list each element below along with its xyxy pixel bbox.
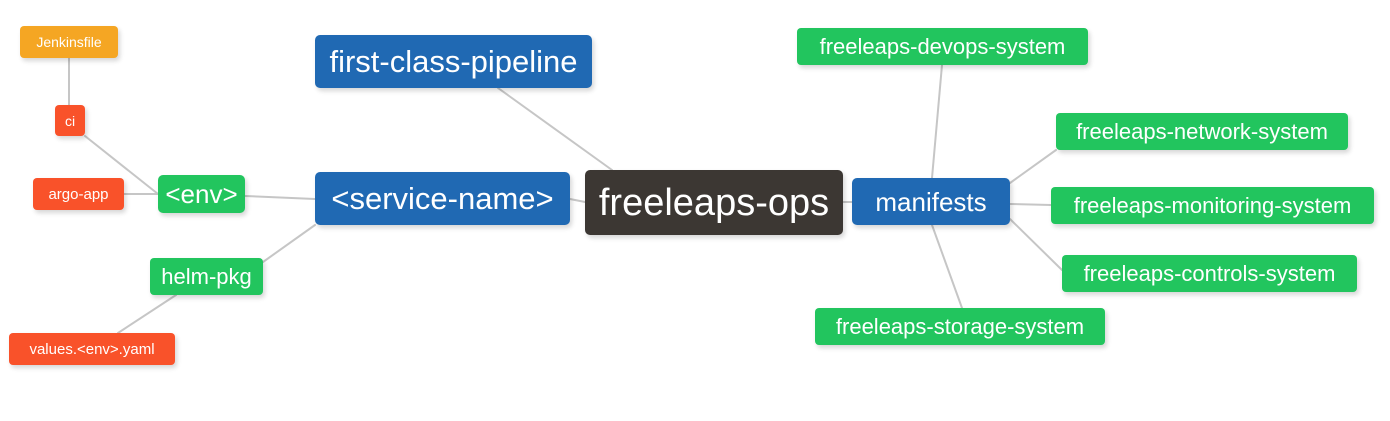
edge-manifests-to-freeleaps-devops-system (931, 64, 943, 179)
node-helm-pkg[interactable]: helm-pkg (150, 258, 263, 295)
edge-manifests-to-freeleaps-network-system (1009, 149, 1057, 184)
node-freeleaps-ops[interactable]: freeleaps-ops (585, 170, 843, 235)
node-freeleaps-storage-system[interactable]: freeleaps-storage-system (815, 308, 1105, 345)
edge-manifests-to-freeleaps-monitoring-system (1009, 203, 1052, 206)
edge-env-to-service-name (244, 195, 316, 200)
edge-manifests-to-freeleaps-controls-system (1009, 218, 1063, 271)
node-env[interactable]: <env> (158, 175, 245, 213)
node-argo-app[interactable]: argo-app (33, 178, 124, 210)
edge-service-name-to-helm-pkg (262, 224, 316, 263)
edge-first-class-pipeline-to-freeleaps-ops (497, 87, 613, 171)
node-ci[interactable]: ci (55, 105, 85, 136)
node-first-class-pipeline[interactable]: first-class-pipeline (315, 35, 592, 88)
node-freeleaps-devops-system[interactable]: freeleaps-devops-system (797, 28, 1088, 65)
node-manifests[interactable]: manifests (852, 178, 1010, 225)
edge-helm-pkg-to-values-env-yaml (117, 294, 177, 334)
node-freeleaps-monitoring-system[interactable]: freeleaps-monitoring-system (1051, 187, 1374, 224)
node-service-name[interactable]: <service-name> (315, 172, 570, 225)
edge-service-name-to-freeleaps-ops (569, 198, 586, 203)
node-freeleaps-controls-system[interactable]: freeleaps-controls-system (1062, 255, 1357, 292)
node-jenkinsfile[interactable]: Jenkinsfile (20, 26, 118, 58)
edge-manifests-to-freeleaps-storage-system (931, 224, 963, 309)
node-freeleaps-network-system[interactable]: freeleaps-network-system (1056, 113, 1348, 150)
node-values-env-yaml[interactable]: values.<env>.yaml (9, 333, 175, 365)
